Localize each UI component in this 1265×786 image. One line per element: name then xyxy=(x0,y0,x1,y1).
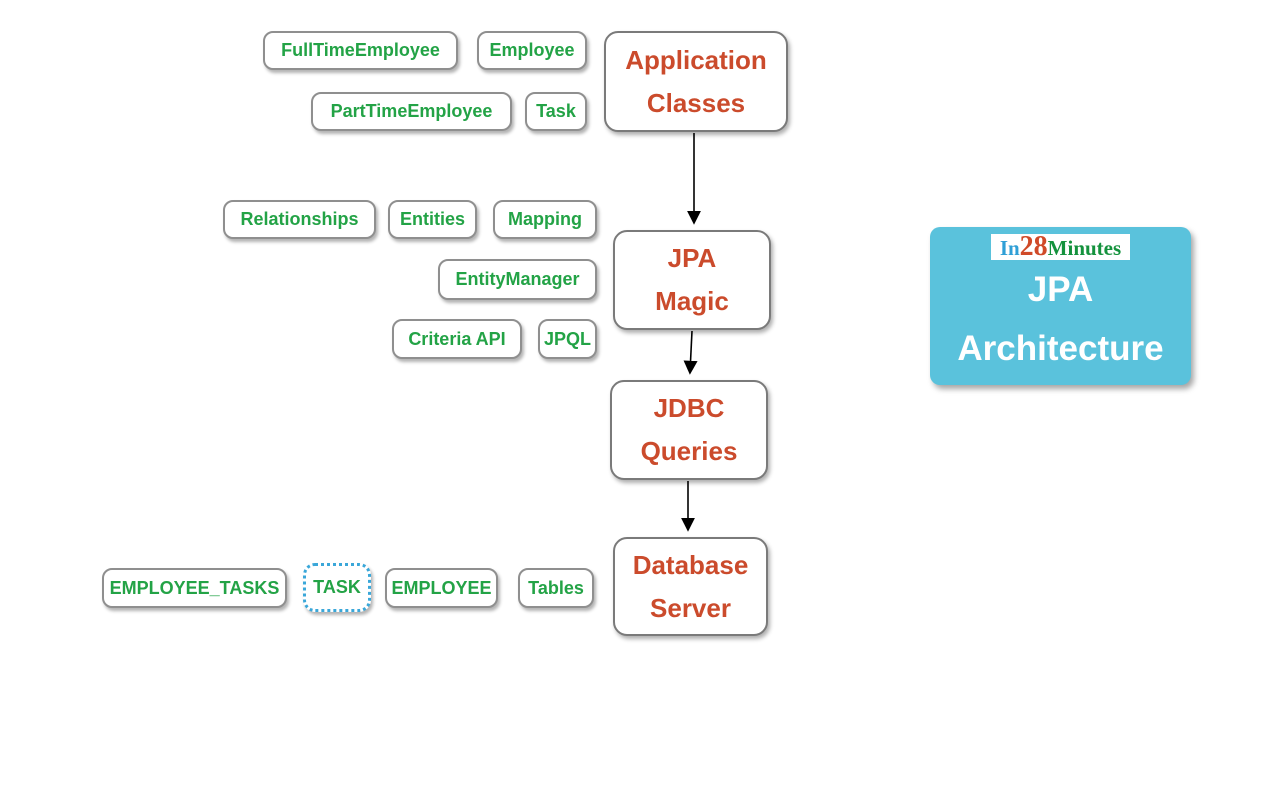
node-label: Employee xyxy=(489,40,575,60)
node-parttimeemployee[interactable]: PartTimeEmployee xyxy=(311,92,512,131)
node-label: Entities xyxy=(399,209,465,229)
node-label: Relationships xyxy=(240,209,359,229)
logo-text-28: 28 xyxy=(1019,231,1048,262)
node-database-server[interactable]: Database Server xyxy=(613,537,768,636)
node-label-line: Magic xyxy=(655,286,729,316)
in28minutes-logo: In28Minutes xyxy=(990,231,1131,262)
card-title-line2: Architecture xyxy=(957,329,1164,368)
node-label-line: Application xyxy=(625,44,767,75)
node-label-line: JDBC xyxy=(653,393,725,423)
node-application-classes[interactable]: Application Classes xyxy=(604,31,788,132)
node-label: TASK xyxy=(313,577,361,597)
node-relationships[interactable]: Relationships xyxy=(223,200,376,239)
node-label-line: JPA xyxy=(667,243,717,273)
arrow-jpa-to-jdbc xyxy=(683,330,698,375)
card-title-line1: JPA xyxy=(1027,270,1094,309)
node-label-line: Database xyxy=(632,549,749,580)
node-label: FullTimeEmployee xyxy=(281,40,440,60)
node-label-line: Classes xyxy=(646,87,746,118)
node-entitymanager[interactable]: EntityManager xyxy=(438,259,597,300)
node-label: EMPLOYEE xyxy=(391,577,492,598)
node-label: Criteria API xyxy=(408,328,506,349)
node-employee-tasks-table[interactable]: EMPLOYEE_TASKS xyxy=(102,568,287,608)
node-mapping[interactable]: Mapping xyxy=(493,200,597,239)
node-label: JPQL xyxy=(543,328,591,349)
node-task-class[interactable]: Task xyxy=(525,92,587,131)
node-fulltimeemployee[interactable]: FullTimeEmployee xyxy=(263,31,458,70)
node-employee-table[interactable]: EMPLOYEE xyxy=(385,568,498,608)
node-jpql[interactable]: JPQL xyxy=(538,319,597,359)
node-employee-class[interactable]: Employee xyxy=(477,31,587,70)
node-jpa-magic[interactable]: JPA Magic xyxy=(613,230,771,330)
node-label: Tables xyxy=(528,577,584,598)
node-entities[interactable]: Entities xyxy=(388,200,477,239)
node-task-table-selected[interactable]: TASK xyxy=(303,563,371,612)
node-label: PartTimeEmployee xyxy=(330,101,493,121)
node-label: EntityManager xyxy=(455,269,580,289)
node-label: EMPLOYEE_TASKS xyxy=(109,577,280,598)
node-jdbc-queries[interactable]: JDBC Queries xyxy=(610,380,768,480)
node-label: Mapping xyxy=(508,209,582,229)
node-label-line: Queries xyxy=(640,436,738,466)
jpa-architecture-title-card[interactable]: In28Minutes JPA Architecture xyxy=(930,227,1191,385)
node-label-line: Server xyxy=(650,592,731,623)
node-tables[interactable]: Tables xyxy=(518,568,594,608)
node-label: Task xyxy=(536,101,576,121)
logo-text-in: In xyxy=(999,236,1020,260)
logo-text-minutes: Minutes xyxy=(1047,236,1122,260)
node-criteria-api[interactable]: Criteria API xyxy=(392,319,522,359)
